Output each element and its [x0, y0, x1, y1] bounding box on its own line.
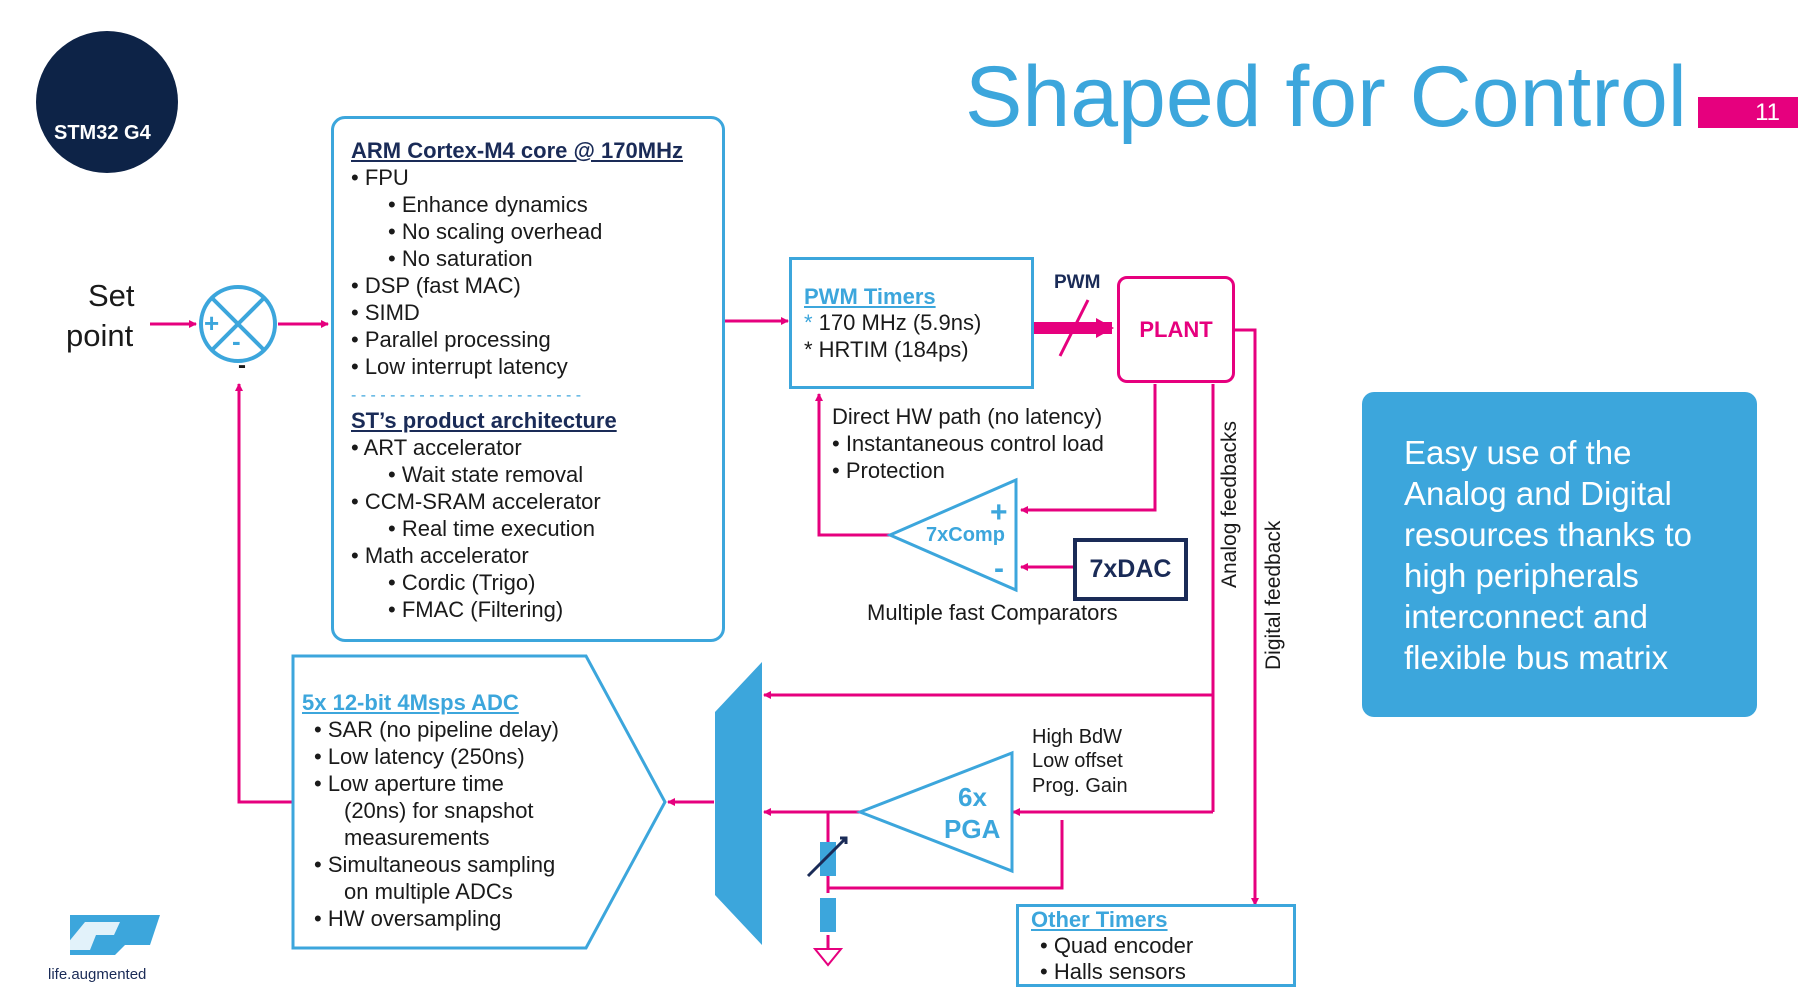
- direct-path-line3: • Protection: [832, 458, 945, 483]
- variable-resistor: [820, 842, 836, 876]
- cpu-heading: ARM Cortex-M4 core @ 170MHz: [351, 138, 683, 163]
- adc-box-shape: [291, 654, 667, 950]
- cpu-item: • DSP (fast MAC): [351, 273, 521, 298]
- cpu-item: • SIMD: [351, 300, 420, 325]
- fixed-resistor: [820, 898, 836, 932]
- cpu-item2: • FMAC (Filtering): [388, 597, 564, 622]
- cpu-divider: - - - - - - - - - - - - - - - - - - - - …: [351, 387, 582, 404]
- pga-label2: PGA: [944, 814, 1001, 844]
- comparator-triangle: [886, 477, 1018, 593]
- pwm-line1-text: 170 MHz (5.9ns): [812, 310, 982, 335]
- sum-minus: -: [232, 326, 241, 356]
- stm32-logo-badge: [36, 31, 178, 173]
- pwm-line2: * HRTIM (184ps): [804, 337, 969, 362]
- cpu-item2: • Wait state removal: [388, 462, 584, 487]
- comparator-plus: +: [990, 496, 1008, 529]
- cpu-item2: • ART accelerator: [351, 435, 522, 460]
- cpu-item2: • Math accelerator: [351, 543, 529, 568]
- pga-note1: High BdW: [1032, 726, 1123, 748]
- pwm-timers-box: [789, 257, 1034, 389]
- cpu-item: • No saturation: [388, 246, 533, 271]
- adc-heading: 5x 12-bit 4Msps ADC: [302, 690, 519, 715]
- ground-symbol: [812, 948, 844, 967]
- pwm-line1: * 170 MHz (5.9ns): [804, 309, 981, 336]
- setpoint-line1: Set: [88, 278, 135, 313]
- cpu-item2: • Cordic (Trigo): [388, 570, 536, 595]
- multiplexer: [715, 662, 762, 945]
- stm32-logo-text: STM32 G4: [54, 122, 151, 144]
- direct-path-line1: Direct HW path (no latency): [832, 404, 1103, 429]
- other-timers-item: • Quad encoder: [1040, 933, 1194, 958]
- adc-item: on multiple ADCs: [344, 879, 513, 904]
- analog-feedbacks-label: Analog feedbacks: [1218, 421, 1241, 588]
- sum-plus: +: [204, 308, 220, 338]
- cpu-item: • Parallel processing: [351, 327, 551, 352]
- cpu-item2: • Real time execution: [388, 516, 596, 541]
- direct-path-line2: • Instantaneous control load: [832, 431, 1104, 456]
- pga-triangle: [855, 750, 1014, 874]
- cpu-item: • Enhance dynamics: [388, 192, 588, 217]
- cpu-item: • No scaling overhead: [388, 219, 603, 244]
- pwm-heading: PWM Timers: [804, 284, 936, 309]
- other-timers-heading: Other Timers: [1031, 907, 1168, 932]
- pwm-star: *: [804, 310, 813, 335]
- page-title: Shaped for Control: [965, 49, 1687, 145]
- dac-box: 7xDAC: [1073, 538, 1188, 601]
- pwm-label: PWM: [1054, 272, 1101, 293]
- cpu-item: • FPU: [351, 165, 409, 190]
- adc-item: • HW oversampling: [314, 906, 502, 931]
- adc-item: • Low aperture time: [314, 771, 504, 796]
- brand-tagline: life.augmented: [48, 966, 147, 983]
- digital-feedback-label: Digital feedback: [1262, 520, 1285, 670]
- page-number: 11: [1698, 97, 1798, 128]
- adc-item: • Low latency (250ns): [314, 744, 525, 769]
- adc-item: • Simultaneous sampling: [314, 852, 556, 877]
- cpu-box: [331, 116, 725, 642]
- other-timers-box: [1016, 904, 1296, 987]
- comparator-minus: -: [994, 552, 1004, 585]
- cpu-item: • Low interrupt latency: [351, 354, 568, 379]
- digital-feedback-line: [1235, 328, 1259, 906]
- cpu-heading2: ST’s product architecture: [351, 408, 617, 433]
- other-timers-item: • Halls sensors: [1040, 959, 1186, 984]
- plant-box: PLANT: [1117, 276, 1235, 383]
- plant-to-comp-arrow: [1020, 384, 1157, 514]
- comp-to-pwm-arrow: [815, 393, 890, 537]
- st-logo-icon: [62, 915, 160, 955]
- adc-item: measurements: [344, 825, 490, 850]
- cpu-item2: • CCM-SRAM accelerator: [351, 489, 601, 514]
- adc-item: • SAR (no pipeline delay): [314, 717, 559, 742]
- adc-to-sum-arrow: [235, 383, 292, 804]
- pga-note2: Low offset: [1032, 750, 1123, 772]
- comparator-caption: Multiple fast Comparators: [867, 600, 1118, 625]
- comparator-label: 7xComp: [926, 524, 1005, 546]
- setpoint-line2: point: [66, 318, 134, 353]
- callout-box: Easy use of the Analog and Digital resou…: [1362, 392, 1757, 717]
- adc-item: (20ns) for snapshot: [344, 798, 534, 823]
- pga-label1: 6x: [958, 782, 987, 812]
- pga-note3: Prog. Gain: [1032, 775, 1128, 797]
- sum-feedback-minus: -: [238, 352, 246, 379]
